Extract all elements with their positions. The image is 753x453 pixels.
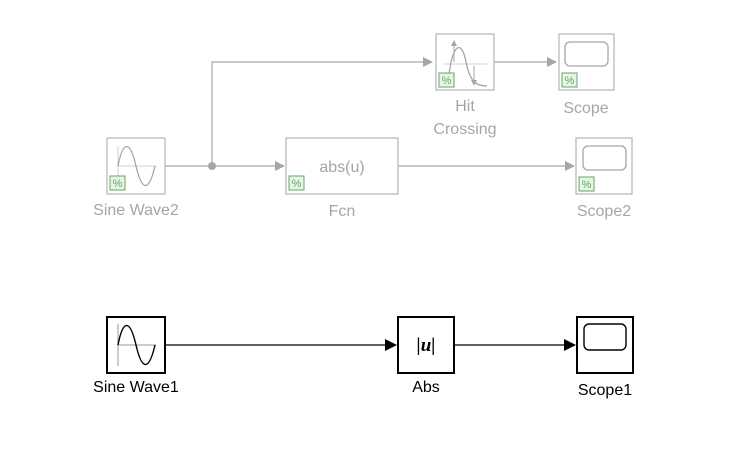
percent-badge: % xyxy=(438,72,455,88)
hit-crossing-label-line2: Crossing xyxy=(433,121,497,138)
svg-text:%: % xyxy=(565,75,575,87)
hit-crossing-label-line1: Hit xyxy=(455,98,475,115)
percent-badge: % xyxy=(578,176,595,192)
scope1-label: Scope1 xyxy=(577,382,633,399)
abs-block[interactable]: |u| xyxy=(397,316,455,374)
sine-wave1-label: Sine Wave1 xyxy=(93,379,179,396)
scope1-block[interactable] xyxy=(576,316,634,374)
signal-line-branch-to-hitcrossing[interactable] xyxy=(211,57,433,166)
abs-glyph: |u| xyxy=(417,335,436,356)
fcn-expression: abs(u) xyxy=(319,159,364,176)
hit-crossing-icon xyxy=(443,40,488,87)
percent-badge: % xyxy=(288,175,305,191)
fcn-label: Fcn xyxy=(328,203,356,220)
scope-icon xyxy=(582,145,627,171)
percent-badge: % xyxy=(561,72,578,88)
sine-wave-icon xyxy=(117,324,156,366)
svg-text:%: % xyxy=(442,75,452,87)
scope-label: Scope xyxy=(563,100,609,117)
hit-crossing-block[interactable]: % xyxy=(435,33,495,91)
sine-wave1-block[interactable] xyxy=(106,316,166,374)
scope-block[interactable]: % xyxy=(558,33,615,91)
fcn-block[interactable]: abs(u) % xyxy=(285,137,399,195)
scope-icon xyxy=(564,41,609,67)
sine-wave2-label: Sine Wave2 xyxy=(93,202,179,219)
abs-label: Abs xyxy=(412,379,440,396)
svg-text:%: % xyxy=(113,178,123,190)
scope-icon xyxy=(583,323,627,351)
percent-badge: % xyxy=(109,175,126,191)
svg-text:%: % xyxy=(292,178,302,190)
svg-text:%: % xyxy=(582,179,592,191)
sine-wave2-block[interactable]: % xyxy=(106,137,166,195)
scope2-block[interactable]: % xyxy=(575,137,633,195)
scope2-label: Scope2 xyxy=(576,203,632,220)
branch-point xyxy=(208,162,216,170)
